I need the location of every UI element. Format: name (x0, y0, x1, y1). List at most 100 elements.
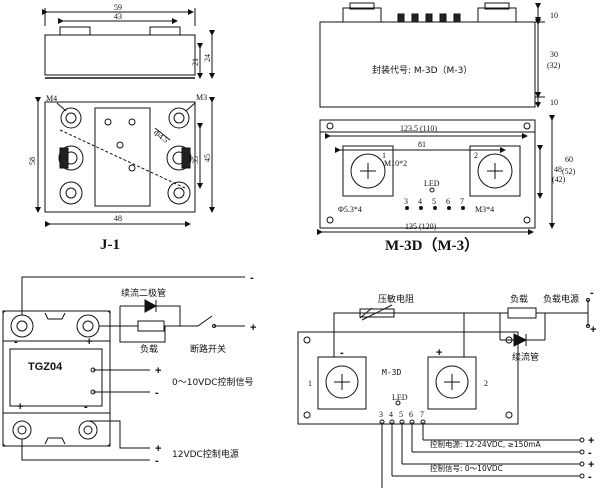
m3d-terminal-1-screw (350, 153, 386, 189)
j1-screw-tl (60, 107, 82, 129)
j1-plan-window (94, 107, 151, 207)
j1-dim-45: 45 (203, 154, 212, 162)
j1-dim-21: 21 (191, 58, 200, 66)
m3d-terminal-1-box (342, 145, 394, 197)
j1-caption: J-1 (100, 237, 120, 253)
wiring-labels: 压敏电阻 负载 负载电源 续流管 - + - + 1 2 M-3D LED 3 … (308, 287, 596, 483)
m3d-pin-7: 7 (460, 197, 464, 206)
tgz-label-panel (9, 348, 103, 407)
wiring-diode-label: 续流管 (512, 351, 539, 363)
wiring-load-label: 负载 (510, 293, 528, 305)
wiring-circuit (297, 298, 590, 488)
tgz-terminal-br (78, 420, 98, 440)
wiring-load-power-label: 负载电源 (543, 293, 579, 305)
tgz-switch (197, 315, 213, 327)
wiring-terminal-2-label: 2 (484, 379, 488, 388)
tgz-switch-label: 断路开关 (190, 343, 226, 355)
j1-screw-ml (58, 145, 84, 171)
tgz-terminal-right (76, 314, 100, 338)
m3d-drawing (317, 2, 555, 235)
tgz-diode (144, 299, 158, 313)
j1-screw-br (167, 181, 191, 205)
j1-screw-bl (59, 181, 83, 205)
m3d-caption: M-3D（M-3） (385, 236, 479, 254)
m3d-side-body (319, 21, 536, 108)
wiring-module-body (297, 331, 519, 425)
wiring-pin-6: 6 (409, 410, 413, 419)
tgz-pwr-minus: - (155, 455, 159, 467)
m3d-terminal-1-label: 1 (382, 151, 386, 160)
tgz-module-body (2, 310, 111, 447)
j1-side-tab-left (59, 26, 91, 36)
m3d-pin-5: 5 (432, 197, 436, 206)
wiring-load-minus: - (590, 287, 594, 299)
j1-dim-48: 48 (114, 214, 122, 223)
m3d-dim-60: 60 (565, 155, 573, 164)
tgz-diode-label: 续流二极管 (121, 287, 166, 299)
m3d-pin-6: 6 (446, 197, 450, 206)
m3d-side-screw-left (342, 7, 382, 23)
wiring-module-label: M-3D (382, 368, 401, 377)
j1-dim-m3: M3 (196, 93, 207, 102)
tgz-sig-minus: - (155, 387, 159, 399)
m3d-dim-hole: Φ5.3*4 (338, 205, 362, 214)
wiring-term-1-minus: - (340, 347, 344, 359)
tgz-top-minus: - (250, 272, 254, 284)
m3d-model-text: 封装代号: M-3D（M-3） (372, 64, 472, 76)
j1-side-tab-right (149, 26, 181, 36)
tgz-plus-term: + (86, 336, 92, 348)
j1-side-body (44, 34, 196, 76)
tgz-signal-label: 0～10VDC控制信号 (172, 376, 254, 388)
tgz-labels: TGZ04 续流二极管 负载 断路开关 0～10VDC控制信号 12VDC控制电… (14, 272, 256, 467)
wiring-terminal-1-screw (325, 365, 359, 399)
j1-dim-24: 24 (203, 54, 212, 62)
wiring-pwr-plus: + (588, 435, 594, 447)
wiring-diode (513, 333, 528, 347)
wiring-ctrl-power-label: 控制电源: 12-24VDC, ≥150mA (430, 439, 542, 449)
m3d-dim-81: 81 (418, 140, 426, 149)
wiring-ctrl-signal-label: 控制信号: 0～10VDC (430, 463, 503, 473)
tgz-terminal-bl (12, 420, 32, 440)
tgz-load-resistor (137, 320, 165, 332)
wiring-pin-5: 5 (399, 410, 403, 419)
j1-dim-35: 35 (191, 156, 200, 164)
m3d-dim-32: (32) (547, 61, 561, 70)
tgz-load-label: 负载 (140, 343, 158, 355)
m3d-side-screw-right (477, 7, 517, 23)
j1-dim-43: 43 (114, 12, 122, 21)
wiring-terminal-1-label: 1 (308, 379, 312, 388)
wiring-pin-4: 4 (389, 410, 393, 419)
tgz-sig-plus: + (155, 365, 161, 377)
j1-dim-59: 59 (114, 3, 122, 12)
wiring-terminal-2-box (427, 356, 477, 410)
m3d-dim-1235: 123.5 (110) (400, 124, 437, 133)
wiring-pin-3: 3 (379, 410, 383, 419)
wiring-sig-plus: + (588, 459, 594, 471)
tgz-module-label: TGZ04 (28, 361, 63, 373)
m3d-terminal-2-label: 2 (474, 151, 478, 160)
j1-labels: 59 43 21 24 M4 M3 Φ4.5 58 35 45 48 J-1 (28, 3, 212, 253)
m3d-dim-52: (52) (562, 167, 576, 176)
m3d-dim-m3x4: M3*4 (475, 205, 494, 214)
m3d-led-label: LED (424, 179, 440, 188)
j1-screw-tr (168, 107, 190, 129)
m3d-dim-42: (42) (552, 175, 566, 184)
m3d-dim-135: 135 (120) (405, 222, 437, 231)
m3d-pin-3: 3 (404, 197, 408, 206)
j1-drawing (35, 8, 215, 227)
m3d-plan-body (319, 119, 536, 229)
j1-dim-58: 58 (28, 157, 37, 165)
wiring-pwr-minus: - (588, 447, 592, 459)
wiring-varistor (359, 308, 395, 318)
tgz-load-plus: + (250, 322, 256, 334)
m3d-labels: 10 30 (32) 10 封装代号: M-3D（M-3） 123.5 (110… (338, 11, 576, 254)
tgz-terminal-left (10, 314, 34, 338)
j1-dim-m4: M4 (46, 94, 57, 103)
j1-dim-phi45: Φ4.5 (152, 128, 170, 144)
wiring-load-resistor (507, 307, 537, 319)
j1-plan-body (44, 101, 196, 213)
m3d-dim-10a: 10 (550, 11, 558, 20)
wiring-pin-7: 7 (420, 410, 424, 419)
wiring-load-plus: + (590, 324, 596, 336)
